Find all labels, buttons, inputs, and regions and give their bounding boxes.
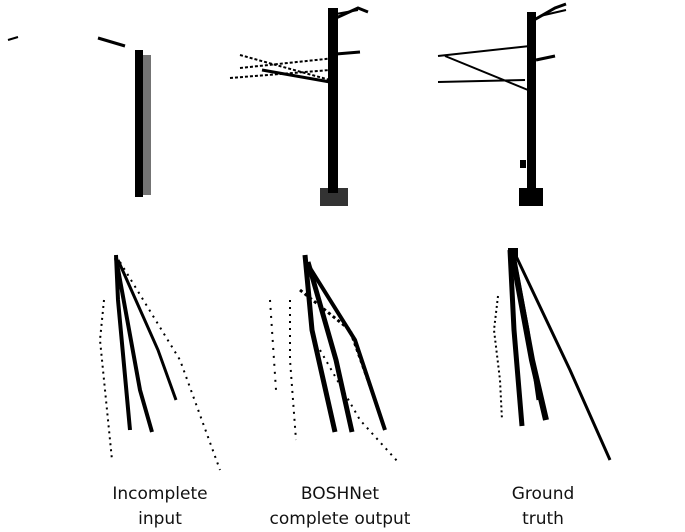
caption-line-2: input [138, 509, 182, 529]
cables-incomplete-input [98, 254, 221, 471]
caption-boshnet-output: BOSHNet complete output [240, 482, 440, 532]
cables-boshnet-output [269, 254, 399, 463]
caption-line-1: Ground [511, 484, 575, 504]
pole-incomplete-input [7, 36, 151, 197]
caption-line-1: BOSHNet [300, 484, 380, 504]
pole-ground-truth [437, 2, 567, 206]
pole-boshnet-output [229, 6, 369, 206]
caption-incomplete-input: Incomplete input [60, 482, 260, 532]
caption-line-2: complete output [269, 509, 411, 529]
cables-ground-truth [492, 248, 612, 461]
caption-ground-truth: Ground truth [443, 482, 643, 532]
caption-line-1: Incomplete [112, 484, 208, 504]
caption-line-2: truth [522, 509, 564, 529]
